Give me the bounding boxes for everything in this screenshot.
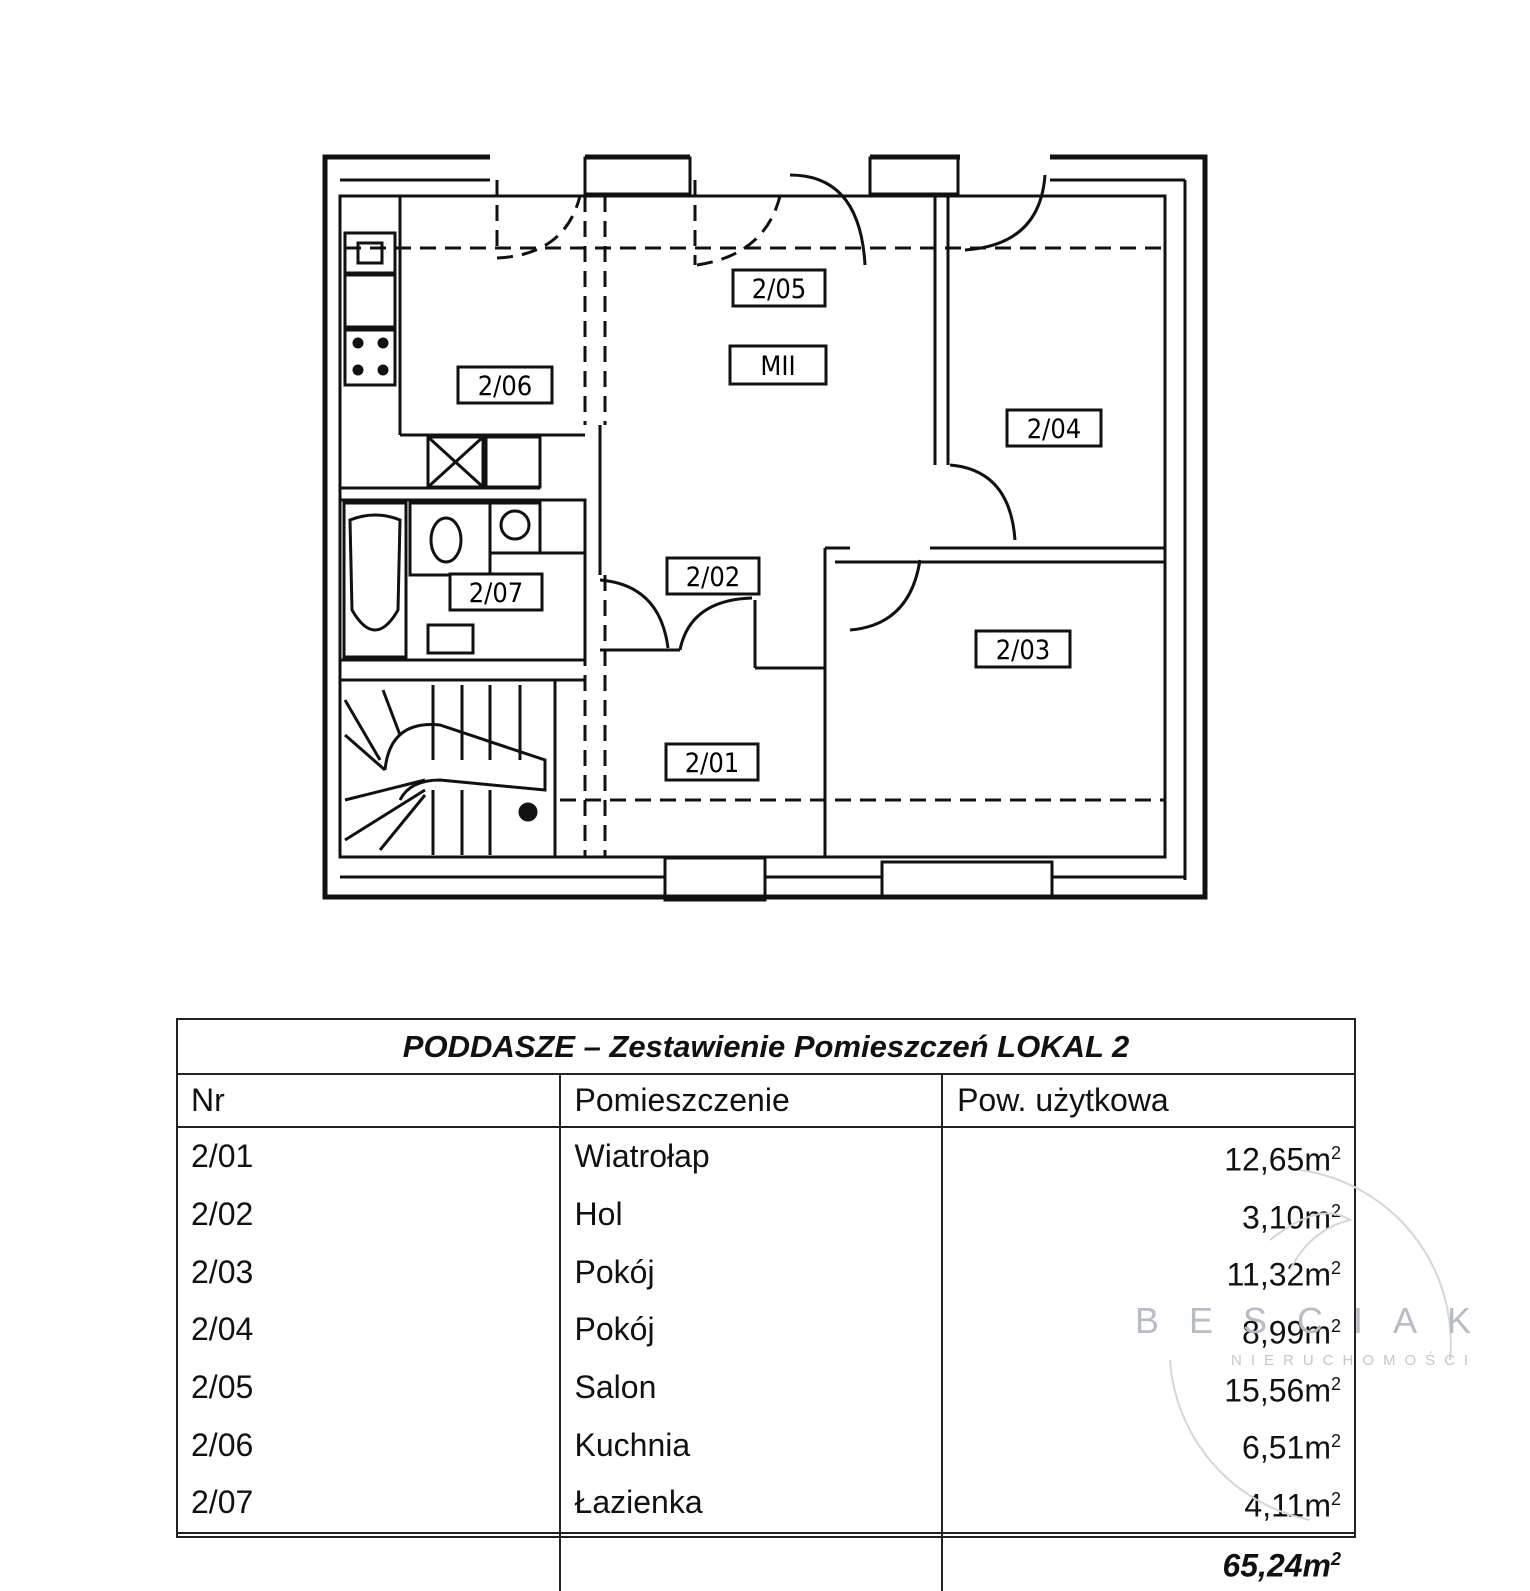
room-label-2-04: 2/04 [1005,408,1103,448]
room-label-2-06: 2/06 [456,365,554,405]
cell-area: 4,11m2 [941,1473,1355,1533]
table-row: 2/01 Wiatrołap 12,65m2 [177,1127,1355,1186]
watermark-subtitle: NIERUCHOMOŚCI [1231,1352,1478,1369]
svg-text:2/05: 2/05 [752,274,807,305]
cell-room: Hol [558,1185,943,1244]
cell-room: Pokój [558,1243,943,1301]
unit-label: MII [728,344,828,386]
room-label-2-01: 2/01 [664,742,760,782]
watermark-name: BESCIAK [1135,1300,1502,1341]
floor-plan: 2/05 MII 2/06 2/04 2/02 2/07 2/03 2/01 [322,154,1208,902]
cell-area: 15,56m2 [941,1358,1355,1417]
total-area: 65,24m2 [941,1531,1355,1591]
cell-empty [177,1531,560,1591]
room-label-2-03: 2/03 [974,629,1072,669]
cell-area: 11,32m2 [941,1243,1355,1301]
room-table: PODDASZE – Zestawienie Pomieszczeń LOKAL… [176,1018,1356,1591]
table-row: 2/07 Łazienka 4,11m2 [177,1473,1355,1533]
header-room: Pomieszczenie [558,1074,943,1128]
cell-nr: 2/07 [191,1484,254,1521]
cell-area: 6,51m2 [941,1416,1355,1474]
svg-text:2/04: 2/04 [1027,414,1082,445]
cell-nr: 2/02 [191,1195,254,1232]
table-title: PODDASZE – Zestawienie Pomieszczeń LOKAL… [176,1018,1356,1075]
table-row: 2/02 Hol 3,10m2 [177,1185,1355,1244]
table-row: 2/06 Kuchnia 6,51m2 [177,1416,1355,1474]
cell-nr: 2/06 [191,1426,254,1463]
total-row: 65,24m2 [177,1531,1355,1591]
room-label-2-02: 2/02 [665,556,761,596]
table-row: 2/03 Pokój 11,32m2 [177,1243,1355,1301]
watermark: BESCIAK NIERUCHOMOŚCI [1135,1300,1502,1369]
cell-room: Kuchnia [558,1416,943,1474]
cell-nr: 2/05 [191,1368,254,1405]
svg-text:2/07: 2/07 [469,578,524,609]
cell-room: Łazienka [558,1473,943,1533]
cell-room: Salon [558,1358,943,1417]
svg-text:2/06: 2/06 [478,371,533,402]
svg-text:2/03: 2/03 [996,635,1051,666]
cell-area: 8,99m2 [941,1300,1355,1359]
header-nr: Nr [177,1074,560,1128]
table-row: 2/04 Pokój 8,99m2 [177,1300,1355,1359]
cell-nr: 2/04 [191,1311,254,1348]
cell-area: 3,10m2 [941,1185,1355,1244]
cell-empty [558,1531,943,1591]
table-row: 2/05 Salon 15,56m2 [177,1358,1355,1417]
header-area: Pow. użytkowa [941,1074,1355,1128]
cell-room: Wiatrołap [558,1127,943,1186]
cell-nr: 2/01 [191,1138,254,1175]
cell-nr: 2/03 [191,1253,254,1290]
watermark-logo-icon [1169,1169,1452,1521]
cell-area: 12,65m2 [941,1127,1355,1186]
room-label-2-05: 2/05 [731,268,827,308]
room-label-2-07: 2/07 [448,572,544,612]
cell-room: Pokój [558,1300,943,1359]
svg-text:2/02: 2/02 [686,562,741,593]
svg-text:2/01: 2/01 [685,748,740,779]
svg-text:MII: MII [760,351,795,382]
